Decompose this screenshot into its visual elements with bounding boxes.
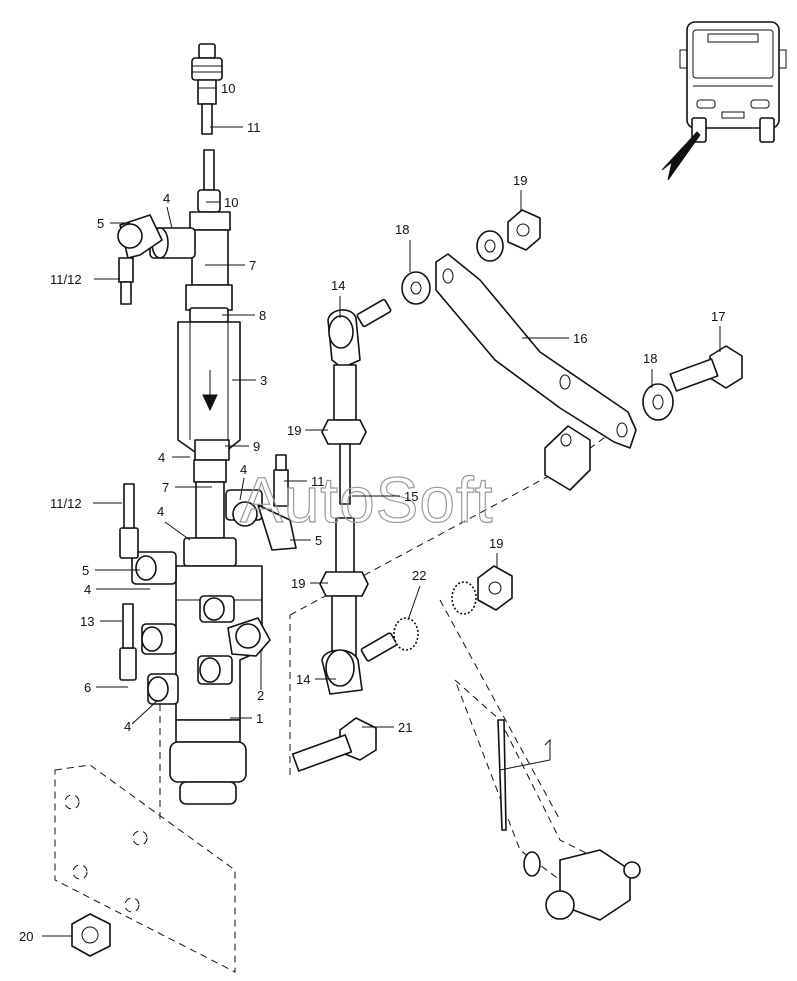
callout-label-4: 4: [158, 450, 165, 465]
connector-10-top: [191, 43, 223, 135]
connector-10-lower: [197, 149, 221, 213]
callout-label-7: 7: [162, 480, 169, 495]
bolt-21: [291, 717, 377, 772]
callout-label-4: 4: [163, 191, 170, 206]
elbow-5-upper: [117, 214, 163, 305]
callout-label-10: 10: [221, 81, 235, 96]
callout-label-9: 9: [253, 439, 260, 454]
callout-label-2: 2: [257, 688, 264, 703]
clamp-block: [544, 425, 591, 491]
callout-leader-line: [166, 206, 173, 229]
callout-label-7: 7: [249, 258, 256, 273]
tee-fitting-7-lower: [193, 454, 297, 551]
watermark-text: AutoSoft: [240, 464, 494, 536]
callout-leader-line: [131, 699, 159, 725]
washer-18-and-nut-19-top: [401, 209, 541, 305]
callout-label-3: 3: [260, 373, 267, 388]
callout-label-11: 11: [247, 120, 261, 135]
callout-label-14: 14: [331, 278, 345, 293]
flange-nut-20: [71, 913, 111, 957]
callout-leader-line: [407, 585, 421, 621]
callout-label-11-12: 11/12: [50, 272, 82, 287]
axle-arm-dashed: [454, 679, 641, 921]
mounting-plate: [54, 764, 236, 973]
callout-label-18: 18: [643, 351, 657, 366]
callout-label-10: 10: [224, 195, 238, 210]
callout-label-16: 16: [573, 331, 587, 346]
callout-label-21: 21: [398, 720, 412, 735]
callout-label-18: 18: [395, 222, 409, 237]
callout-label-4: 4: [240, 462, 247, 477]
valve-side-fittings: [119, 483, 271, 705]
linkage-rod-assembly: [319, 298, 398, 695]
bolt-17-and-washer-18: [642, 345, 743, 421]
callout-label-5: 5: [97, 216, 104, 231]
bracket-16: [435, 253, 637, 449]
callout-leader-line: [164, 521, 191, 541]
washers-22-and-nut-19-lower: [393, 565, 513, 651]
filter-housing-3: [177, 307, 241, 461]
callout-leader-line: [239, 477, 245, 501]
callout-label-1: 1: [256, 711, 263, 726]
callout-label-8: 8: [259, 308, 266, 323]
callout-label-5: 5: [82, 563, 89, 578]
callout-label-5: 5: [315, 533, 322, 548]
callout-label-13: 13: [80, 614, 94, 629]
callout-label-22: 22: [412, 568, 426, 583]
callout-label-4: 4: [124, 719, 131, 734]
callout-labels: 10111045711/12839441171511/1245541362411…: [19, 81, 725, 944]
tee-fitting-7-upper: [149, 211, 233, 311]
callout-label-11: 11: [311, 474, 325, 489]
callout-label-6: 6: [84, 680, 91, 695]
callout-label-17: 17: [711, 309, 725, 324]
callout-label-19: 19: [287, 423, 301, 438]
callout-label-19: 19: [291, 576, 305, 591]
callout-label-15: 15: [404, 489, 418, 504]
callout-label-11-12: 11/12: [50, 496, 82, 511]
callout-label-14: 14: [296, 672, 310, 687]
callout-label-19: 19: [489, 536, 503, 551]
callout-label-4: 4: [84, 582, 91, 597]
callout-label-4: 4: [157, 504, 164, 519]
bus-front-icon: [661, 21, 787, 181]
callout-label-20: 20: [19, 929, 33, 944]
callout-label-19: 19: [513, 173, 527, 188]
